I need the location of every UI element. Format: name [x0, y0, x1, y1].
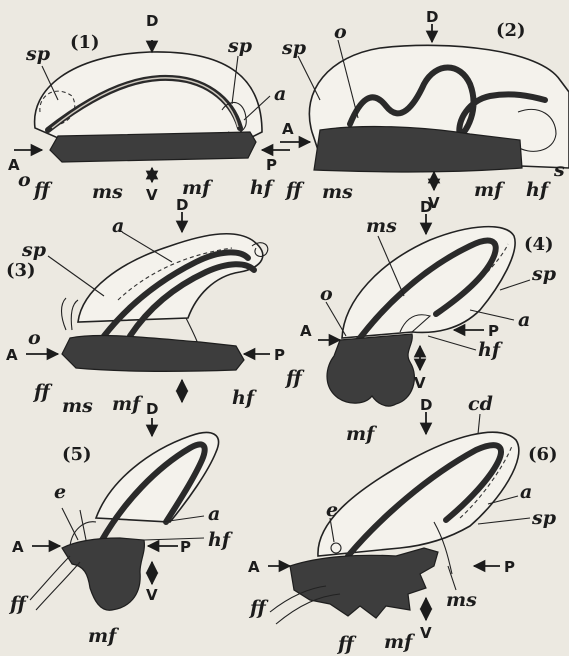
fig3-dir-p: P	[274, 346, 285, 364]
fig6-label-ms: ms	[446, 589, 477, 611]
fig4-number: (4)	[524, 234, 554, 255]
fig2-label-ms: ms	[322, 181, 353, 203]
fig2-number: (2)	[496, 20, 526, 41]
fig6-label-cd: cd	[468, 393, 493, 415]
fig1-label-sp-right: sp	[227, 35, 253, 57]
fig5-eye-stalks	[62, 508, 86, 540]
fig5-dir-d: D	[146, 400, 158, 418]
fig3-label-mf: mf	[112, 393, 143, 415]
fig6-dir-a: A	[248, 558, 260, 576]
fig6-dir-d: D	[420, 396, 432, 414]
fig5-label-a: a	[208, 503, 220, 525]
fig6-label-ff-bottom: ff	[336, 633, 357, 655]
fig1-label-a: a	[274, 83, 286, 105]
fig5-label-e: e	[54, 481, 66, 503]
fig1-foot	[50, 132, 256, 162]
fig1-mantle	[35, 52, 262, 138]
figure-3: (3) D sp a o A P ff ms mf hf	[6, 196, 285, 417]
fig6-dir-v: V	[420, 624, 432, 642]
fig4-label-o: o	[320, 283, 333, 305]
fig1-dir-v: V	[146, 186, 158, 204]
fig3-label-ms: ms	[62, 395, 93, 417]
fig2-label-mf: mf	[474, 179, 505, 201]
fig6-label-e: e	[326, 499, 338, 521]
fig6-label-mf: mf	[384, 631, 415, 653]
fig5-foot	[62, 538, 144, 610]
fig5-label-mf: mf	[88, 625, 119, 647]
fig6-foot	[290, 548, 438, 618]
fig2-dir-a: A	[282, 120, 294, 138]
fig1-number: (1)	[70, 32, 100, 53]
fig2-label-ff: ff	[284, 179, 305, 201]
fig4-label-hf: hf	[478, 339, 503, 361]
figure-2: (2) D sp o A ff ms V mf hf s	[280, 8, 569, 212]
fig4-foot	[327, 334, 414, 406]
fig5-dir-a: A	[12, 538, 24, 556]
fig5-label-hf: hf	[208, 529, 233, 551]
fig3-label-a: a	[112, 215, 124, 237]
figure-6: (6) D cd a sp e A P ms V ff ff mf	[248, 393, 558, 655]
fig4-label-sp: sp	[531, 263, 557, 285]
fig1-label-ms: ms	[92, 181, 123, 203]
fig3-label-o: o	[28, 327, 41, 349]
fig6-label-a: a	[520, 481, 532, 503]
fig3-dir-a: A	[6, 346, 18, 364]
fig2-label-o: o	[334, 21, 347, 43]
fig3-label-sp: sp	[21, 239, 47, 261]
fig1-dir-p: P	[266, 156, 277, 174]
fig4-dir-v: V	[414, 374, 426, 392]
fig5-label-ff: ff	[8, 593, 29, 615]
fig4-label-a: a	[518, 309, 530, 331]
fig4-dir-a: A	[300, 322, 312, 340]
fig3-body	[186, 318, 198, 344]
fig4-label-ms: ms	[366, 215, 397, 237]
fig5-dir-v: V	[146, 586, 158, 604]
fig1-label-sp-left: sp	[25, 43, 51, 65]
fig6-dir-p: P	[504, 558, 515, 576]
fig4-label-ff: ff	[284, 367, 305, 389]
figure-5: (5) D e a A hf P V ff mf	[8, 400, 233, 647]
fig2-label-s: s	[553, 159, 565, 181]
fig3-tentacles	[62, 298, 79, 330]
fig5-dir-p: P	[180, 538, 191, 556]
fig1-label-ff: ff	[32, 179, 53, 201]
fig4-dir-d: D	[420, 198, 432, 216]
fig3-label-ff: ff	[32, 381, 53, 403]
fig4-label-mf: mf	[346, 423, 377, 445]
fig5-number: (5)	[62, 444, 92, 465]
fig2-label-sp: sp	[281, 37, 307, 59]
fig2-dir-d: D	[426, 8, 438, 26]
fig3-dir-d: D	[176, 196, 188, 214]
fig6-number: (6)	[528, 444, 558, 465]
fig6-mantle	[318, 432, 519, 556]
figure-1: (1) D sp sp a A P o ff ms V mf hf	[8, 12, 290, 204]
fig6-label-sp: sp	[531, 507, 557, 529]
fig1-dir-d: D	[146, 12, 158, 30]
fig3-label-hf: hf	[232, 387, 257, 409]
fig1-label-hf: hf	[250, 177, 275, 199]
fig6-label-ff-left: ff	[248, 597, 269, 619]
fig4-dir-p: P	[488, 322, 499, 340]
fig1-label-o: o	[18, 169, 31, 191]
fig3-number: (3)	[6, 260, 36, 281]
fig3-foot	[62, 335, 244, 371]
fig2-label-hf: hf	[526, 179, 551, 201]
